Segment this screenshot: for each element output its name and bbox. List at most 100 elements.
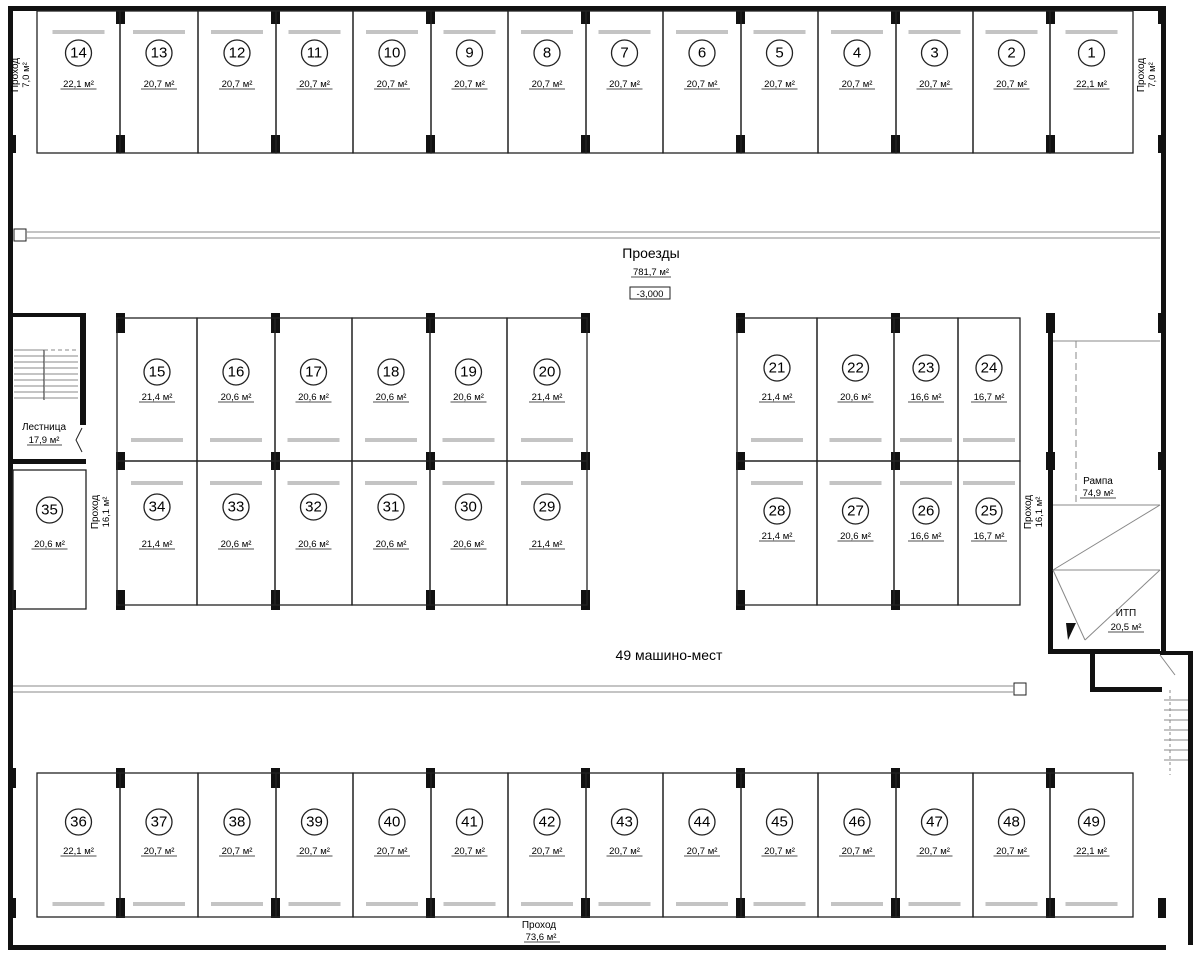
space-area: 22,1 м² [1076, 79, 1107, 90]
space-number-circle [377, 493, 405, 521]
space-number-circle [299, 493, 328, 521]
space-number: 31 [383, 499, 400, 516]
space-number-circle [997, 39, 1026, 67]
space-area: 20,7 м² [609, 79, 640, 90]
parking-space-9: 920,7 м² [430, 10, 509, 154]
space-area: 21,4 м² [762, 531, 793, 542]
space-number-circle [143, 358, 171, 386]
space-number: 45 [771, 814, 788, 831]
space-area: 20,7 м² [842, 79, 873, 90]
space-number-circle [997, 808, 1026, 836]
space-number: 19 [460, 364, 477, 381]
space-area: 22,1 м² [63, 846, 94, 857]
space-number-circle [455, 39, 484, 67]
space-area: 21,4 м² [142, 539, 173, 550]
parking-space-15: 15 21,4 м² [116, 317, 198, 462]
space-number-circle [610, 808, 639, 836]
parking-space-outline [895, 772, 974, 918]
parking-space-outline [507, 772, 587, 918]
space-number: 2 [1007, 45, 1015, 62]
space-number-circle [975, 497, 1003, 525]
space-number: 15 [149, 364, 166, 381]
parking-space-3: 320,7 м² [895, 10, 974, 154]
space-number-circle [610, 39, 639, 67]
space-area: 20,6 м² [376, 539, 407, 550]
space-number-circle [841, 497, 870, 525]
space-number-circle [455, 808, 484, 836]
passage-right-label: Проход [1023, 495, 1034, 529]
space-number: 17 [305, 364, 322, 381]
space-area: 22,1 м² [63, 79, 94, 90]
space-number: 47 [926, 814, 943, 831]
parking-space-47: 47 20,7 м² [895, 772, 974, 918]
stair-area: 17,9 м² [29, 435, 60, 446]
space-number-circle [975, 354, 1003, 382]
space-area: 21,4 м² [142, 392, 173, 403]
space-number: 42 [539, 814, 556, 831]
space-number-circle [222, 493, 250, 521]
space-area: 20,7 м² [454, 846, 485, 857]
space-area: 20,7 м² [299, 79, 330, 90]
parking-space-outline [36, 772, 121, 918]
space-area: 20,7 м² [609, 846, 640, 857]
space-area: 20,6 м² [453, 392, 484, 403]
space-area: 20,7 м² [687, 846, 718, 857]
labels: Проезды 781,7 м² -3,000 49 машино-мест Л… [10, 58, 1158, 943]
space-number-circle [533, 493, 561, 521]
ramp-label: Рампа [1083, 476, 1113, 487]
passage-left-label: Проход [90, 495, 101, 529]
parking-space-1: 122,1 м² [1049, 10, 1134, 154]
stair [14, 349, 83, 453]
parking-space-6: 620,7 м² [662, 10, 742, 154]
parking-space-outline [957, 460, 1021, 606]
space-area: 16,7 м² [974, 392, 1005, 403]
space-area: 20,7 м² [919, 846, 950, 857]
space-number: 49 [1083, 814, 1100, 831]
parking-space-outline [351, 460, 431, 606]
drive-lines [13, 228, 1160, 696]
space-number-circle [688, 39, 716, 67]
parking-space-outline [352, 772, 432, 918]
space-number: 38 [229, 814, 246, 831]
space-area: 20,6 м² [221, 539, 252, 550]
space-number-circle [299, 358, 328, 386]
space-number-circle [64, 808, 93, 836]
parking-space-24: 24 16,7 м² [957, 317, 1021, 462]
space-number: 24 [981, 360, 998, 377]
parking-space-7: 720,7 м² [585, 10, 664, 154]
parking-space-outline [662, 772, 742, 918]
parking-space-outline [972, 772, 1051, 918]
passage-left-area: 16,1 м² [101, 497, 112, 528]
parking-space-outline [430, 772, 509, 918]
space-number-circle [841, 354, 870, 382]
space-area: 21,4 м² [532, 539, 563, 550]
parking-space-outline [740, 772, 819, 918]
ramp-area: 74,9 м² [1083, 488, 1114, 499]
parking-space-outline [817, 772, 897, 918]
space-area: 20,7 м² [919, 79, 950, 90]
space-area: 20,7 м² [454, 79, 485, 90]
space-area: 20,6 м² [34, 539, 65, 550]
parking-space-5: 520,7 м² [740, 10, 819, 154]
parking-space-outline [1049, 772, 1134, 918]
space-area: 20,7 м² [996, 79, 1027, 90]
space-number-circle [145, 808, 173, 836]
space-number-circle [763, 354, 791, 382]
space-number: 37 [151, 814, 168, 831]
